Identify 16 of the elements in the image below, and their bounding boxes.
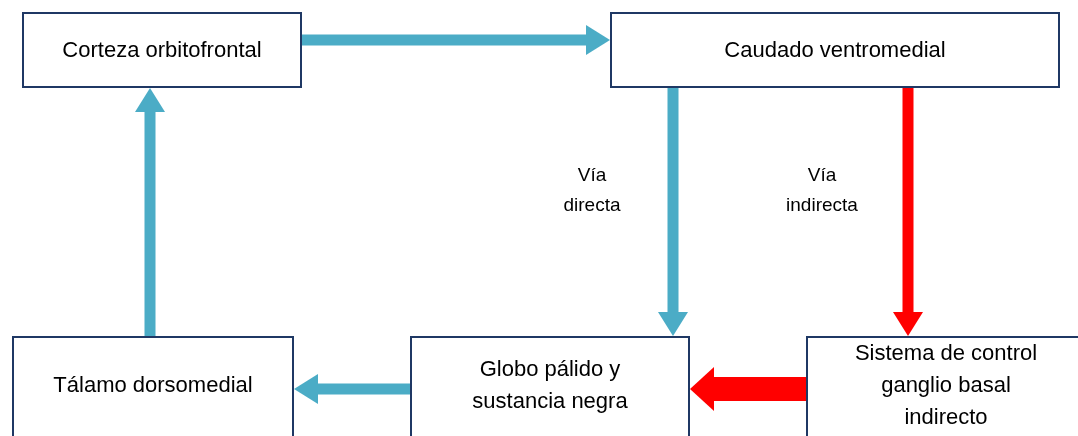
process-box [410,336,690,436]
box-label: Caudado ventromedial [724,36,946,64]
arrow [294,374,410,404]
arrow [690,367,806,411]
process-box [12,336,294,436]
box-label: Corteza orbitofrontal [62,36,262,64]
process-box [806,336,1078,436]
box-label: Tálamo dorsomedial [53,371,253,399]
process-box [22,12,302,88]
process-box [610,12,1060,88]
box-label: Globo pálido y sustancia negra [471,355,629,415]
arrow [893,88,923,336]
arrow [302,25,610,55]
box-label: Sistema de control ganglio basal indirecto [853,339,1039,431]
arrow [135,88,165,336]
arrow [658,88,688,336]
